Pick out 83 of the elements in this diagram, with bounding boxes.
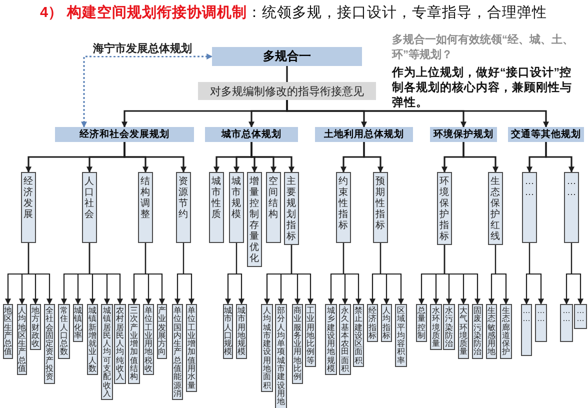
indicator-box: 经济指标 (367, 304, 378, 342)
indicator-box: 城市用地规模 (236, 304, 247, 359)
indicator-box: 农村居民人均纯收入 (114, 304, 126, 384)
indicator-box: 地方财政收 (30, 304, 41, 350)
indicator-box: 工业用地比例等 (305, 304, 316, 368)
indicator-box: 单位国内生产总值能源消 (172, 304, 183, 400)
indicator-box: 城镇居民人均可支配收入 (101, 304, 113, 400)
arrow (28, 243, 52, 305)
indicator-box: 地区生产总值 (3, 304, 13, 359)
indicator-box: 单位工业增加值用水量 (186, 304, 197, 392)
indicator-box: 禁止建设区面积 (353, 304, 364, 368)
indicator-box: 人均地区生产总值 (17, 304, 27, 376)
indicator-box: …… (560, 304, 573, 342)
category-box: 经济和社会发展规划 (55, 127, 194, 142)
indicator-box: 水环境质量 (430, 304, 442, 350)
connector-line (286, 66, 288, 82)
indicator-box: 人均城市建设用地面积 (261, 304, 273, 392)
indicator-box: 常住人口总数 (58, 304, 70, 359)
edge-label: 海宁市发展总体规划 (92, 40, 193, 56)
plan-box: 结构调整 (138, 172, 153, 243)
category-box: 土地利用总体规划 (315, 127, 413, 142)
indicator-box: 商业服务业用地比例 (292, 304, 303, 384)
plan-box: 资源节约 (176, 172, 191, 243)
indicator-box: 单位工业用地税收 (143, 304, 154, 376)
indicator-box: 城镇新增就业人数 (87, 304, 98, 376)
indicator-box: 大气环境质量 (458, 304, 469, 359)
dotted-arrow (81, 54, 213, 128)
plan-box: 约束性指标 (336, 172, 351, 243)
category-box: 城市总体规划 (205, 127, 298, 142)
plan-box: 空间结构 (266, 172, 281, 243)
arrow (342, 243, 362, 305)
indicator-box: 固废污染防治 (472, 304, 483, 359)
indicator-box: 产业发展方向 (157, 304, 167, 359)
plan-box: 预期性指标 (373, 172, 388, 243)
arrow (182, 243, 194, 305)
indicator-box: 水污染防治 (443, 304, 455, 350)
arrow (494, 245, 509, 305)
plan-box: 经济发展 (21, 172, 36, 243)
category-box: 环境保护规划 (430, 127, 497, 142)
indicator-box: 城乡建设用地规模 (325, 304, 337, 376)
arrow (124, 142, 186, 173)
indicator-box: …… (521, 304, 532, 356)
arrow (286, 100, 549, 128)
arrow (545, 142, 574, 173)
arrow (363, 142, 384, 173)
indicator-box: 部分人均单项城市建设用地 (275, 304, 287, 408)
indicator-box: 全社会固定资产投资 (44, 304, 55, 384)
plan-box: 城市规模 (229, 172, 244, 243)
plan-box: 生态保护红线 (488, 172, 503, 245)
indicator-box: 生态敏感用地 (486, 304, 497, 359)
plan-box: 增量控制存量优化 (247, 172, 262, 267)
indicator-box: 城市人口规模 (223, 304, 233, 359)
arrow (528, 243, 544, 305)
indicator-box: 三次产业增加值结构 (128, 304, 140, 384)
arrow (250, 142, 294, 173)
question-text: 多规合一如何有效统领“经、城、土、环”等规划？ (392, 33, 574, 63)
arrow (380, 243, 404, 305)
arrow (88, 243, 123, 305)
title-box: 多规合一 (212, 47, 362, 66)
plan-box: 环境保护指标 (437, 172, 452, 245)
category-box: 交通等其他规划 (508, 127, 584, 142)
indicator-box: …… (535, 304, 547, 342)
indicator-box: 城镇化率 (73, 304, 83, 342)
indicator-box: 区域平均容积率 (395, 304, 407, 368)
plan-box: 主要规划指标 (284, 172, 299, 245)
arrow (444, 245, 480, 305)
plan-box: 人口社会 (82, 172, 97, 243)
indicator-box: 总量控制 (416, 304, 427, 342)
arrow (290, 245, 314, 305)
indicator-box: …… (574, 304, 587, 329)
note-text: 作为上位规划，做好“接口设计”控制各规划的核心内容，兼顾刚性与弹性。 (392, 66, 573, 111)
indicator-box: 人均指标 (381, 304, 392, 342)
arrow (462, 142, 498, 173)
plan-box: …… (564, 172, 579, 243)
plan-box: …… (522, 172, 537, 243)
arrow (144, 243, 165, 305)
plan-box: 城市性质 (209, 172, 224, 243)
indicator-box: 永久基本农田面积 (339, 304, 351, 376)
guidance-box: 对多规编制修改的指导衔接意见 (198, 82, 376, 100)
arrow (236, 243, 244, 305)
indicator-box: 生态廊道保护 (500, 304, 512, 359)
arrow (570, 243, 584, 305)
title: 4） 构建空间规划衔接协调机制：统领多规，接口设计，专章指导，合理弹性 (40, 4, 548, 22)
